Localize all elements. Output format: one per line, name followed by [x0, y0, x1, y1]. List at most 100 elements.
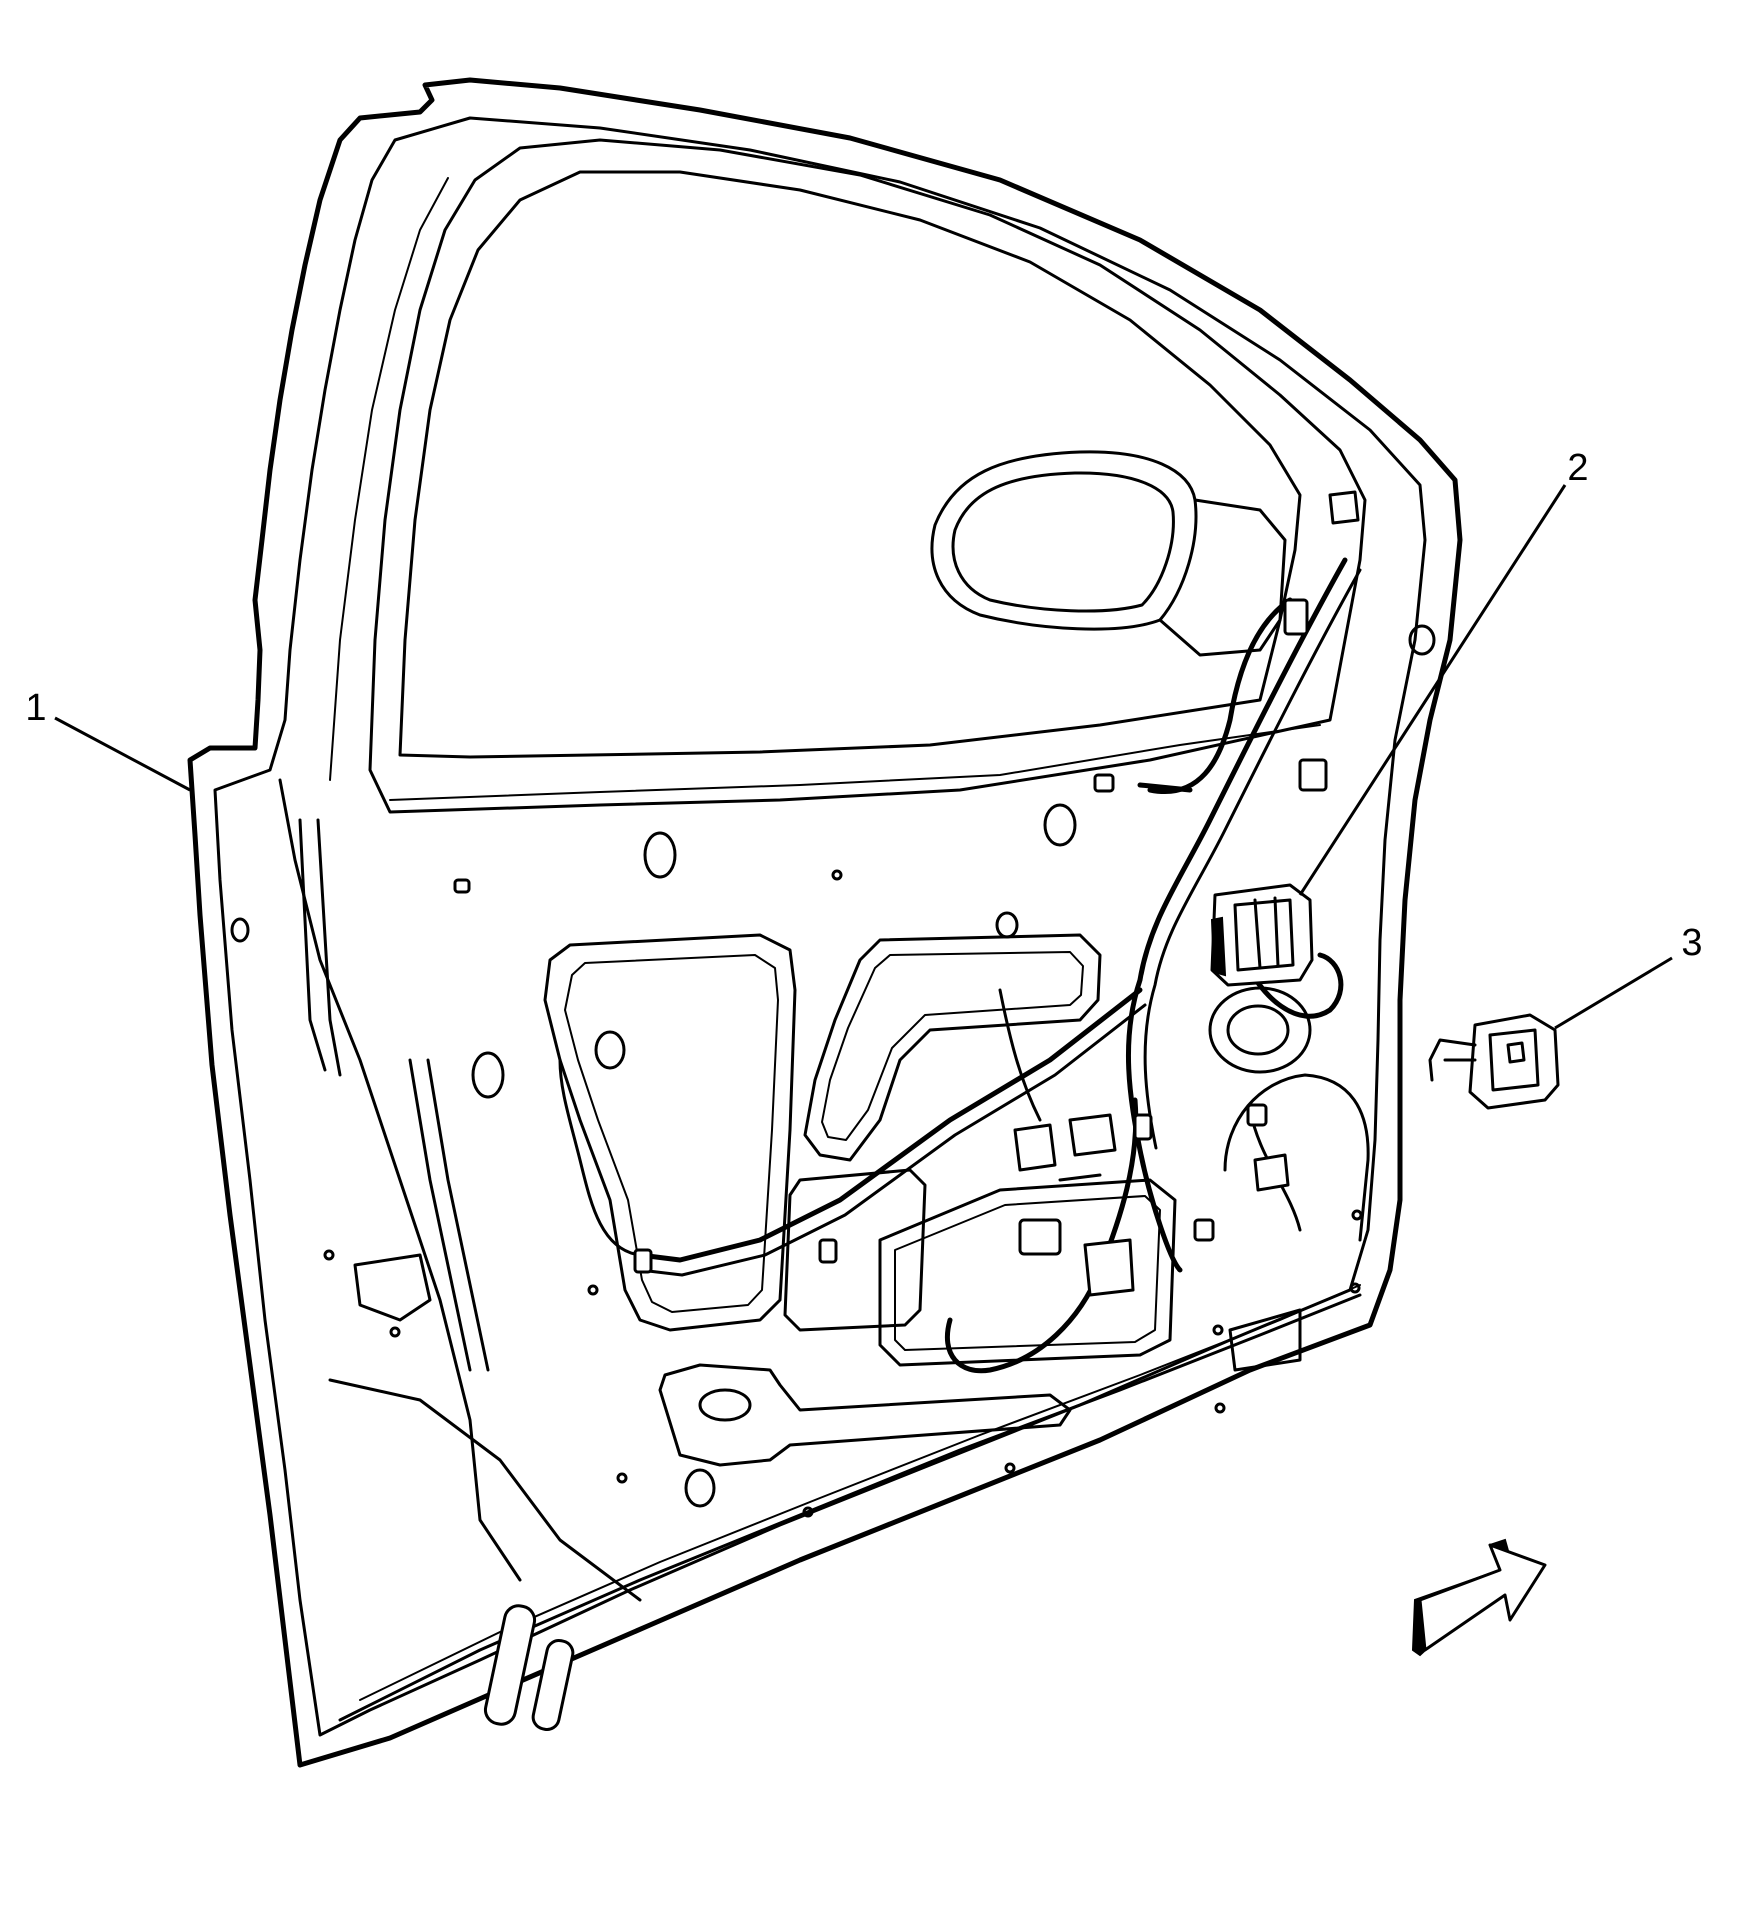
square-hole	[453, 878, 471, 894]
lower-center-pocket	[878, 1178, 1177, 1367]
wire-clip	[1246, 1103, 1268, 1127]
connector-body	[1210, 883, 1314, 987]
harness-main-trunk	[1125, 557, 1348, 1273]
hole	[389, 1326, 401, 1338]
hole	[802, 1506, 814, 1518]
left-rib-4	[426, 1058, 490, 1372]
mirror-housing	[930, 450, 1198, 631]
callout-1: 1	[25, 687, 46, 729]
mirror-glass	[951, 471, 1175, 613]
wire-clip	[1193, 1218, 1215, 1242]
left-rib-1	[298, 818, 327, 1072]
hole	[643, 831, 677, 879]
corner-hole	[1408, 624, 1436, 656]
hole	[1004, 1462, 1016, 1474]
door-outer-edge	[187, 77, 1463, 1768]
secondary-connectors	[1013, 490, 1360, 1297]
wire-clip	[818, 1238, 838, 1264]
callout-2: 2	[1567, 447, 1588, 489]
hole	[587, 1284, 599, 1296]
harness-main-trunk-edge	[1143, 568, 1362, 1150]
wire-clip	[1018, 1218, 1062, 1256]
arrow-body	[1418, 1543, 1547, 1652]
hole	[1212, 1324, 1224, 1336]
connector-latch	[1253, 896, 1280, 970]
callout-3: 3	[1681, 922, 1702, 964]
wire-clip	[1283, 598, 1309, 636]
square-hole	[1093, 773, 1115, 793]
panel-holes	[230, 624, 1436, 1518]
window-belt-line	[389, 724, 1321, 801]
hole	[616, 1472, 628, 1484]
hole	[684, 1468, 716, 1508]
window-pillar-line	[329, 177, 449, 781]
lower-rail	[658, 1363, 1072, 1467]
wiring-harness-connector	[1208, 883, 1314, 1074]
wire-clip	[1133, 1113, 1153, 1141]
lower-left-pocket	[783, 1168, 927, 1332]
hole	[995, 911, 1019, 939]
speaker-recess	[1223, 1073, 1370, 1242]
hole	[1351, 1209, 1363, 1221]
harness-window-branch	[1137, 782, 1193, 793]
harness-tie-line	[1058, 1173, 1102, 1182]
side-mirror	[930, 450, 1287, 657]
lower-center-pocket-inner	[894, 1195, 1161, 1351]
connector-lower	[1083, 1238, 1135, 1297]
hole	[471, 1051, 505, 1099]
detached-connector-wires	[1428, 1038, 1477, 1082]
wiring-harness	[558, 557, 1362, 1374]
left-inner-contour	[278, 778, 522, 1582]
hinge-bracket	[353, 1253, 432, 1322]
hole	[1349, 1282, 1361, 1294]
detached-connector	[1428, 1013, 1560, 1110]
leader-3	[1554, 956, 1673, 1030]
grommet-outer	[1208, 986, 1312, 1074]
connector-left-b	[1068, 1113, 1117, 1157]
window-frame	[329, 138, 1367, 814]
harness-upper-branch	[1147, 597, 1293, 794]
grommet-inner	[1226, 1004, 1290, 1056]
hole	[831, 869, 843, 881]
forward-arrow-icon	[1411, 1538, 1547, 1657]
connector-right	[1253, 1153, 1290, 1192]
harness-left-branch	[637, 987, 1143, 1263]
door-lower-trim	[338, 1293, 1362, 1722]
connector-upper	[1328, 490, 1360, 525]
window-glass-opening	[398, 170, 1302, 759]
harness-center-drop	[998, 988, 1042, 1122]
left-access-cutout-inner	[564, 954, 779, 1313]
mirror-mount	[1158, 498, 1287, 657]
left-inner-contour-2	[328, 1378, 642, 1602]
left-rib-2	[316, 818, 342, 1077]
connector-shading	[1210, 916, 1227, 977]
speaker-bracket	[1228, 1308, 1302, 1372]
center-access-cutout-inner	[821, 951, 1084, 1141]
drain-slot-2	[531, 1639, 575, 1731]
leader-2	[1298, 484, 1567, 896]
left-access-cutout	[543, 933, 797, 1332]
detached-connector-face	[1488, 1028, 1540, 1092]
harness-lower-branch	[944, 1097, 1139, 1374]
inner-panel	[230, 624, 1436, 1731]
drain-slot-1	[483, 1604, 537, 1726]
harness-left-loop	[558, 1058, 642, 1257]
hole	[1043, 803, 1077, 847]
hole	[594, 1030, 626, 1070]
left-rib-3	[408, 1058, 472, 1372]
harness-center-loop	[1237, 947, 1344, 1019]
harness-left-branch-edge	[638, 1003, 1147, 1277]
rail-hole	[698, 1388, 752, 1422]
leader-1	[54, 716, 191, 792]
connector-face	[1233, 898, 1295, 972]
hole	[1214, 1402, 1226, 1414]
center-access-cutout	[803, 933, 1102, 1162]
hole	[230, 917, 250, 943]
wire-clip	[1298, 758, 1328, 792]
window-outer-frame	[368, 138, 1367, 814]
connector-left-a	[1013, 1123, 1057, 1172]
wire-clip	[633, 1248, 653, 1274]
detached-connector-detail	[1506, 1041, 1526, 1064]
hole	[323, 1249, 335, 1261]
